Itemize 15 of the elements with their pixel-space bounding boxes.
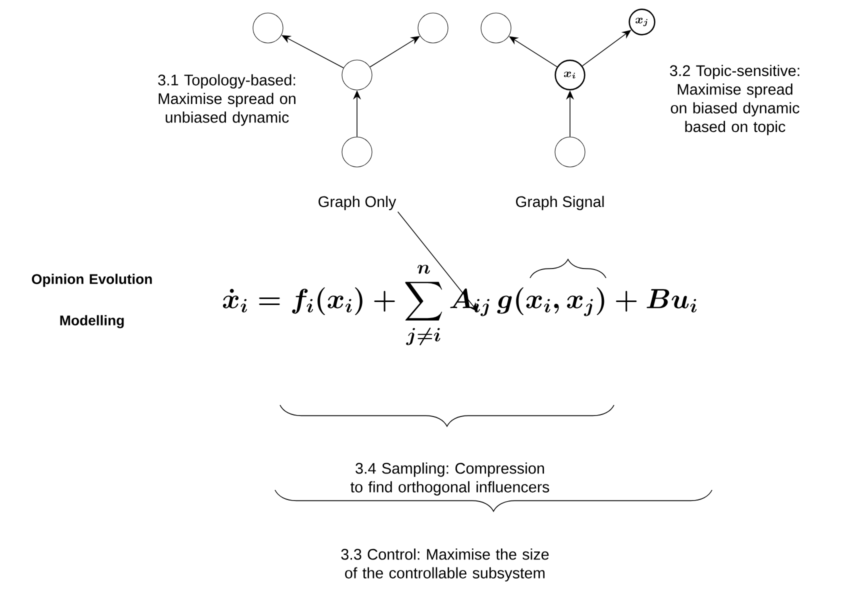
graph-node	[554, 136, 586, 168]
graph-node	[342, 136, 372, 168]
text-label: 3.4 Sampling: Compression to find orthogonal influencers	[350, 462, 550, 496]
text-label: 3.2 Topic-sensitive: Maximise spread on biased dynamic based on topic	[670, 64, 800, 136]
graph-node	[342, 60, 372, 90]
graph-node: $x_i$	[554, 60, 586, 90]
text-label: Graph Only	[318, 196, 396, 210]
text-label: 3.3 Control: Maximise the size of the controllable subsystem	[341, 548, 549, 582]
graph-node	[480, 12, 512, 44]
graph-node	[252, 12, 284, 44]
graph-node	[418, 12, 448, 44]
bold-label: Opinion Evolution Modelling	[32, 274, 152, 328]
graph-node: $x_j$	[628, 8, 656, 36]
text-label: 3.1 Topology-based: Maximise spread on unbiased dynamic	[158, 74, 296, 126]
text-label: Graph Signal	[516, 196, 604, 210]
